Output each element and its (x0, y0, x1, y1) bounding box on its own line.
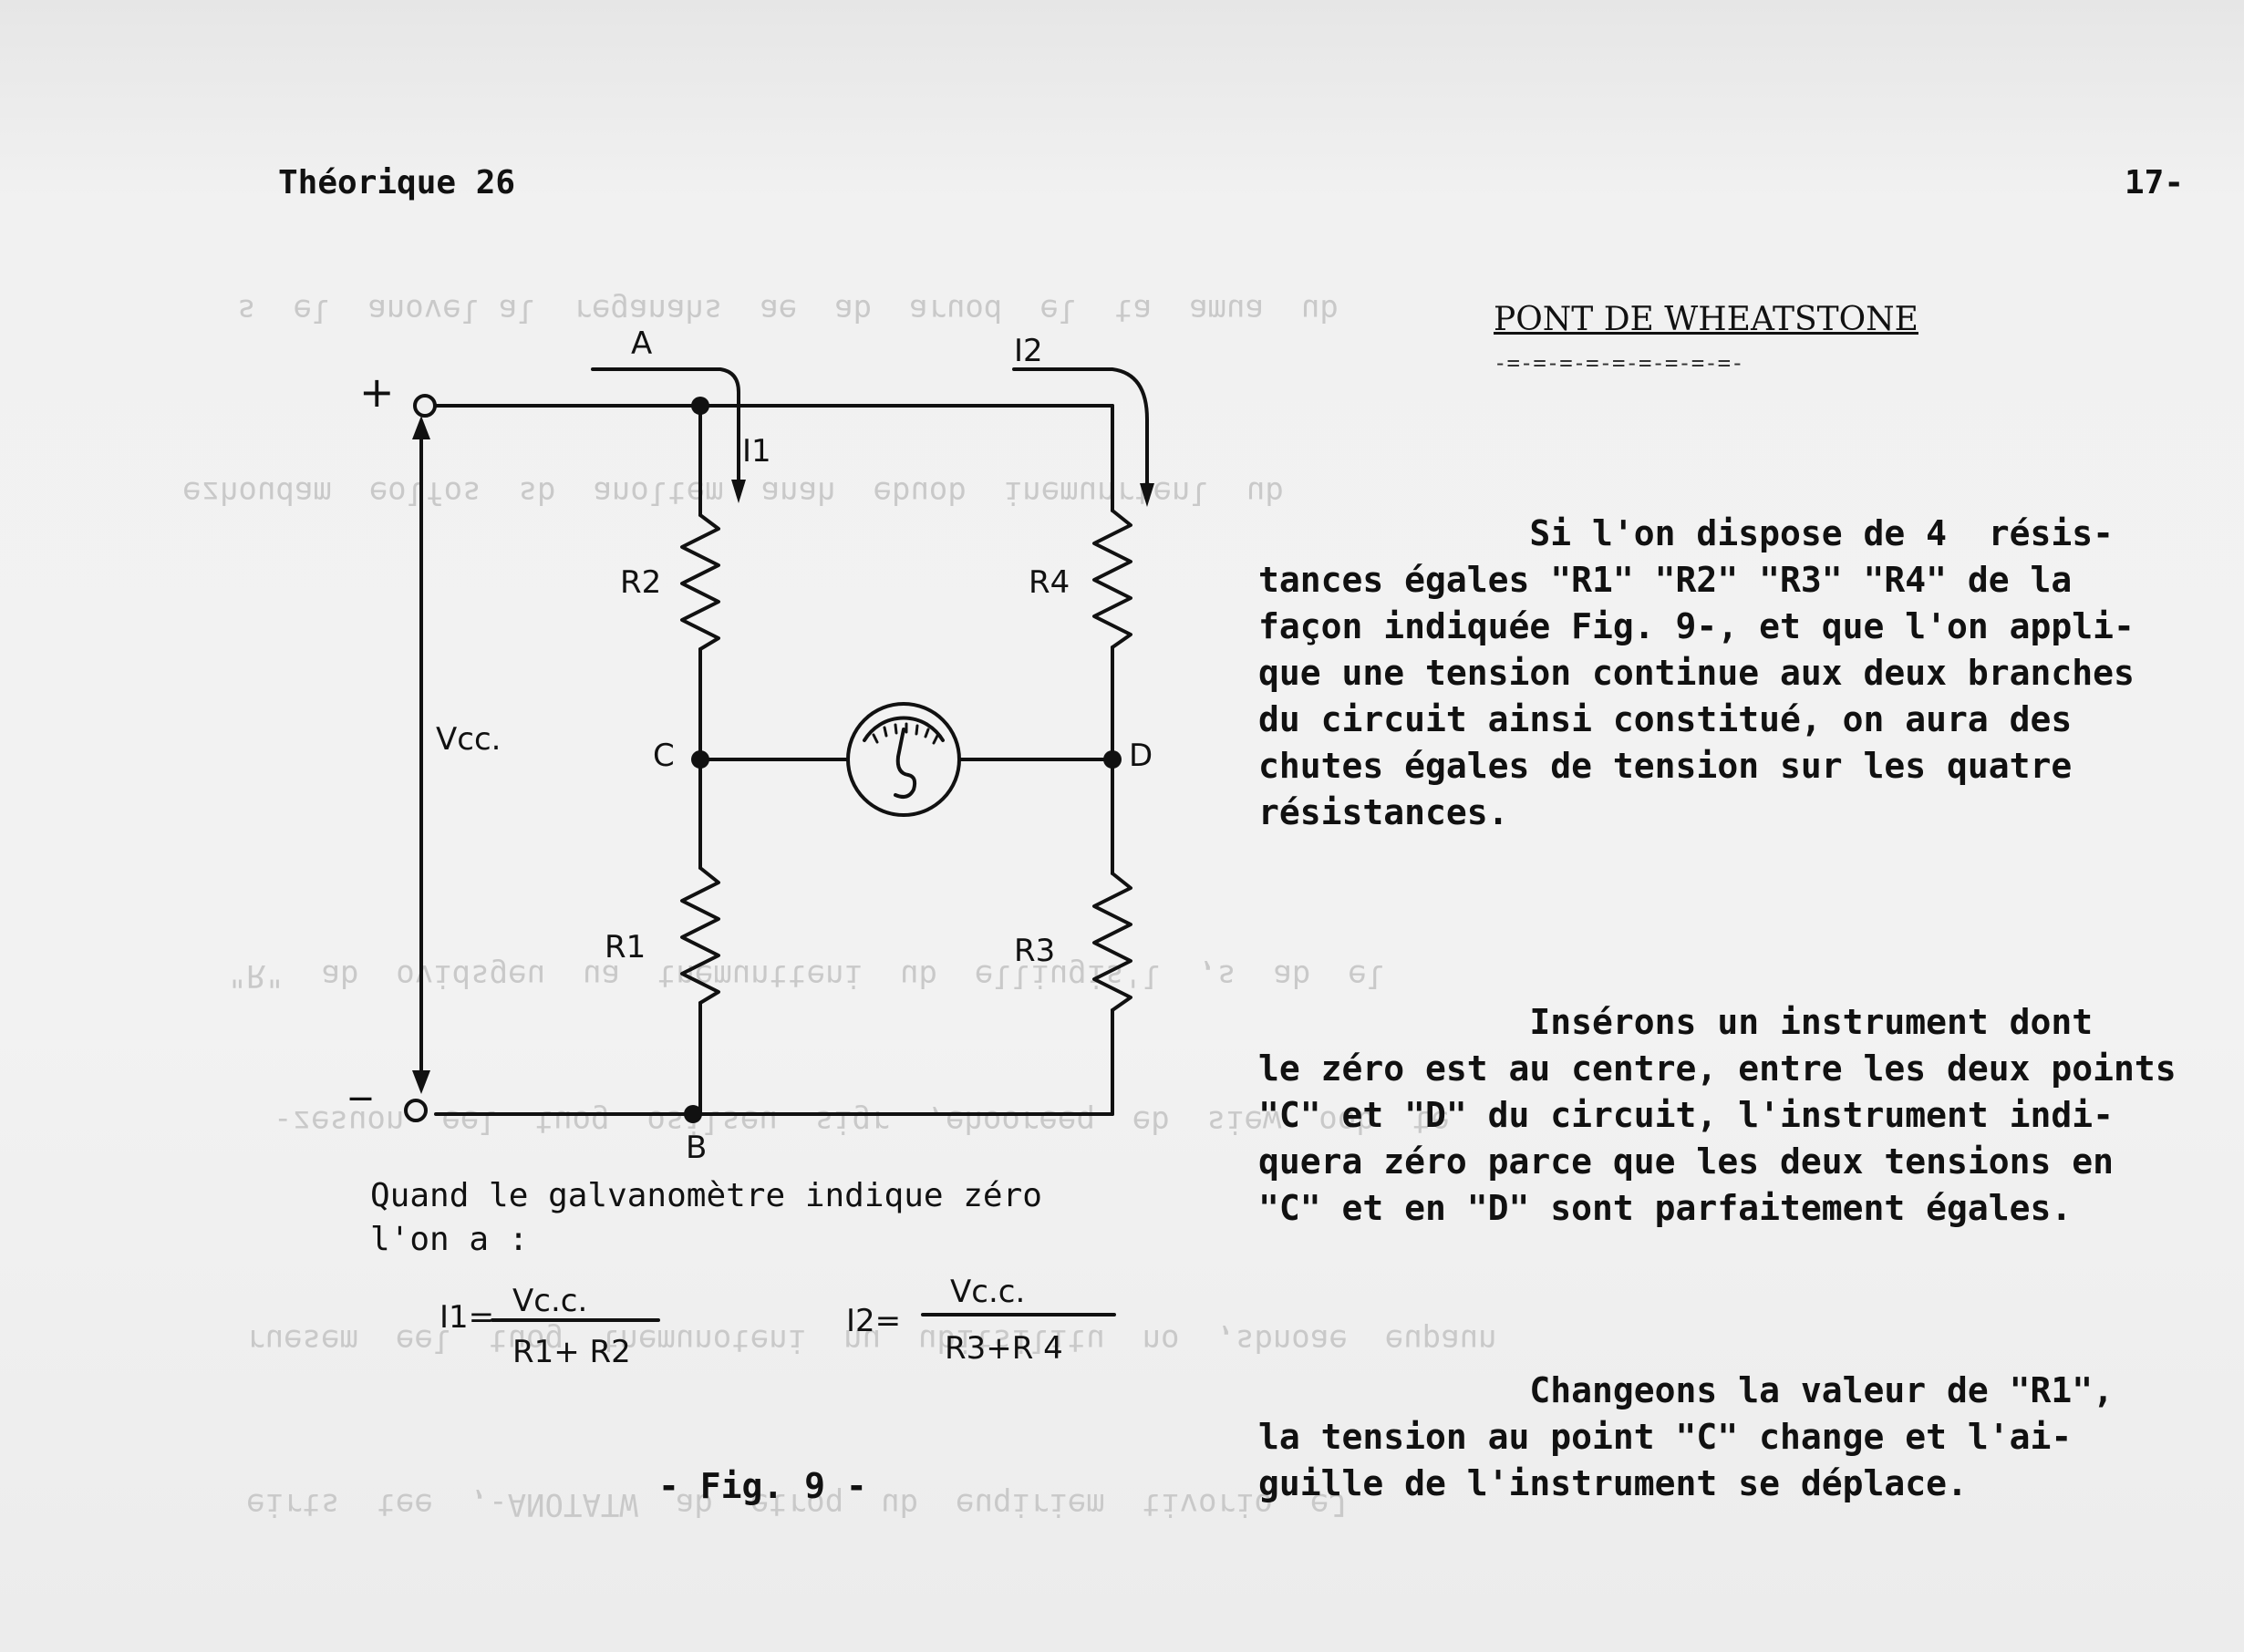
galvanometer-scale (863, 716, 945, 742)
page-number: 17- (2125, 164, 2185, 201)
paragraph-line: la tension au point "C" change et l'ai- (1258, 1417, 2073, 1457)
node-c-dot (691, 750, 709, 769)
formula-2-denominator: R3+R 4 (945, 1330, 1063, 1367)
paragraph-intro: Si l'on dispose de 4 résis-tances égales… (1258, 511, 2239, 836)
terminal-plus (413, 394, 437, 418)
paragraph-line: résistances. (1258, 792, 1509, 832)
node-b-dot (684, 1105, 702, 1123)
paragraph-line: "C" et en "D" sont parfaitement égales. (1258, 1188, 2073, 1228)
formula-1-denominator: R1+ R2 (512, 1334, 631, 1370)
galvanometer-icon (846, 702, 961, 817)
node-d-label: D (1129, 738, 1153, 774)
i1-arrowhead (731, 480, 746, 503)
galvanometer-ticks (872, 722, 939, 745)
formula-1-numerator: Vc.c. (512, 1283, 587, 1319)
page-header-left: Théorique 26 (278, 164, 516, 201)
i2-arrowhead (1140, 483, 1154, 507)
title-underline-rule: -=-=-=-=-=-=-=-=-=- (1494, 350, 1744, 376)
caption-line-2: l'on a : (370, 1221, 529, 1258)
node-c-label: C (653, 738, 675, 774)
paragraph-line: Changeons la valeur de "R1", (1258, 1370, 2114, 1410)
section-title: PONT DE WHEATSTONE (1494, 301, 1918, 338)
resistor-r1 (680, 866, 720, 1005)
caption-line-1: Quand le galvanomètre indique zéro (370, 1177, 1042, 1214)
paragraph-change-r1: Changeons la valeur de "R1", la tension a… (1258, 1368, 2239, 1507)
current-i1-arrow (591, 367, 740, 494)
paragraph-line: quera zéro parce que les deux tensions e… (1258, 1141, 2114, 1182)
vcc-arrow-head-down (412, 1070, 430, 1094)
current-i1-label: I1 (742, 433, 771, 470)
node-a-dot (691, 397, 709, 415)
vcc-label: Vcc. (436, 721, 501, 758)
resistor-r4 (1092, 509, 1132, 649)
current-i2-label: I2 (1014, 333, 1043, 369)
formula-2-lhs: I2= (846, 1303, 901, 1339)
node-b-label: B (686, 1130, 707, 1166)
minus-label: _ (349, 1051, 372, 1100)
paragraph-line: le zéro est au centre, entre les deux po… (1258, 1048, 2177, 1089)
paragraph-line: Insérons un instrument dont (1258, 1002, 2094, 1042)
r1-label: R1 (605, 929, 646, 965)
resistor-r3 (1092, 872, 1132, 1012)
vcc-arrow-head-up (412, 416, 430, 439)
figure-label: - Fig. 9 - (658, 1466, 867, 1506)
plus-label: + (359, 367, 395, 417)
paragraph-line: guille de l'instrument se déplace. (1258, 1463, 1968, 1503)
node-d-dot (1103, 750, 1122, 769)
paragraph-line: façon indiquée Fig. 9-, et que l'on appl… (1258, 606, 2135, 646)
paragraph-line: "C" et "D" du circuit, l'instrument indi… (1258, 1095, 2114, 1135)
formula-2-numerator: Vc.c. (950, 1274, 1025, 1310)
formula-1-lhs: I1= (439, 1299, 494, 1336)
r2-label: R2 (620, 564, 661, 601)
paragraph-line: du circuit ainsi constitué, on aura des (1258, 699, 2073, 739)
paragraph-line: Si l'on dispose de 4 résis- (1258, 513, 2114, 553)
r3-label: R3 (1014, 933, 1055, 969)
r4-label: R4 (1029, 564, 1070, 601)
current-i2-arrow (1012, 367, 1149, 499)
node-a-label: A (631, 325, 652, 362)
paragraph-line: tances égales "R1" "R2" "R3" "R4" de la (1258, 560, 2073, 600)
paragraph-instrument: Insérons un instrument dont le zéro est a… (1258, 999, 2239, 1232)
galvanometer-needle (894, 728, 917, 799)
resistor-r2 (680, 513, 720, 651)
terminal-minus (404, 1099, 428, 1122)
paragraph-line: que une tension continue aux deux branch… (1258, 653, 2135, 693)
paragraph-line: chutes égales de tension sur les quatre (1258, 746, 2073, 786)
